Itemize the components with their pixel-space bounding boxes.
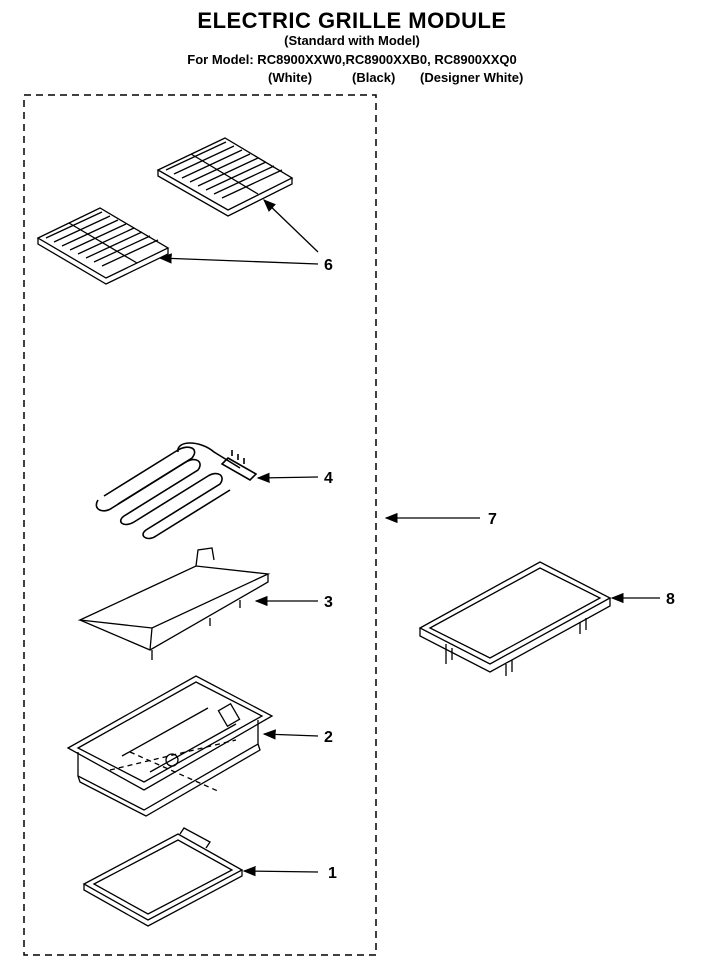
variant-white: (White) (268, 70, 313, 85)
module-boundary (23, 94, 377, 956)
leader-2 (262, 729, 319, 740)
callout-3: 3 (324, 594, 333, 611)
leader-1 (242, 865, 319, 877)
model-numbers: For Model: RC8900XXW0,RC8900XXB0, RC8900… (187, 52, 517, 67)
leader-6b (158, 253, 319, 265)
leader-6a (263, 199, 319, 253)
griddle (418, 561, 612, 676)
grille-pan (66, 675, 274, 817)
variant-designer-white: (Designer White) (420, 70, 524, 85)
diagram-title: ELECTRIC GRILLE MODULE (197, 8, 507, 33)
heating-element (95, 442, 258, 540)
leader-4 (256, 472, 319, 484)
callout-6: 6 (324, 257, 333, 274)
callout-4: 4 (324, 470, 333, 487)
callout-8: 8 (666, 591, 675, 608)
callout-2: 2 (324, 729, 333, 746)
variant-black: (Black) (352, 70, 396, 85)
grille-grate-rear (156, 137, 294, 217)
callout-1: 1 (328, 865, 337, 882)
callout-7: 7 (488, 511, 497, 528)
grille-grate-front (36, 207, 170, 285)
diagram-subtitle: (Standard with Model) (284, 33, 420, 48)
drip-tray (82, 827, 244, 927)
reflector-shield (77, 547, 271, 660)
